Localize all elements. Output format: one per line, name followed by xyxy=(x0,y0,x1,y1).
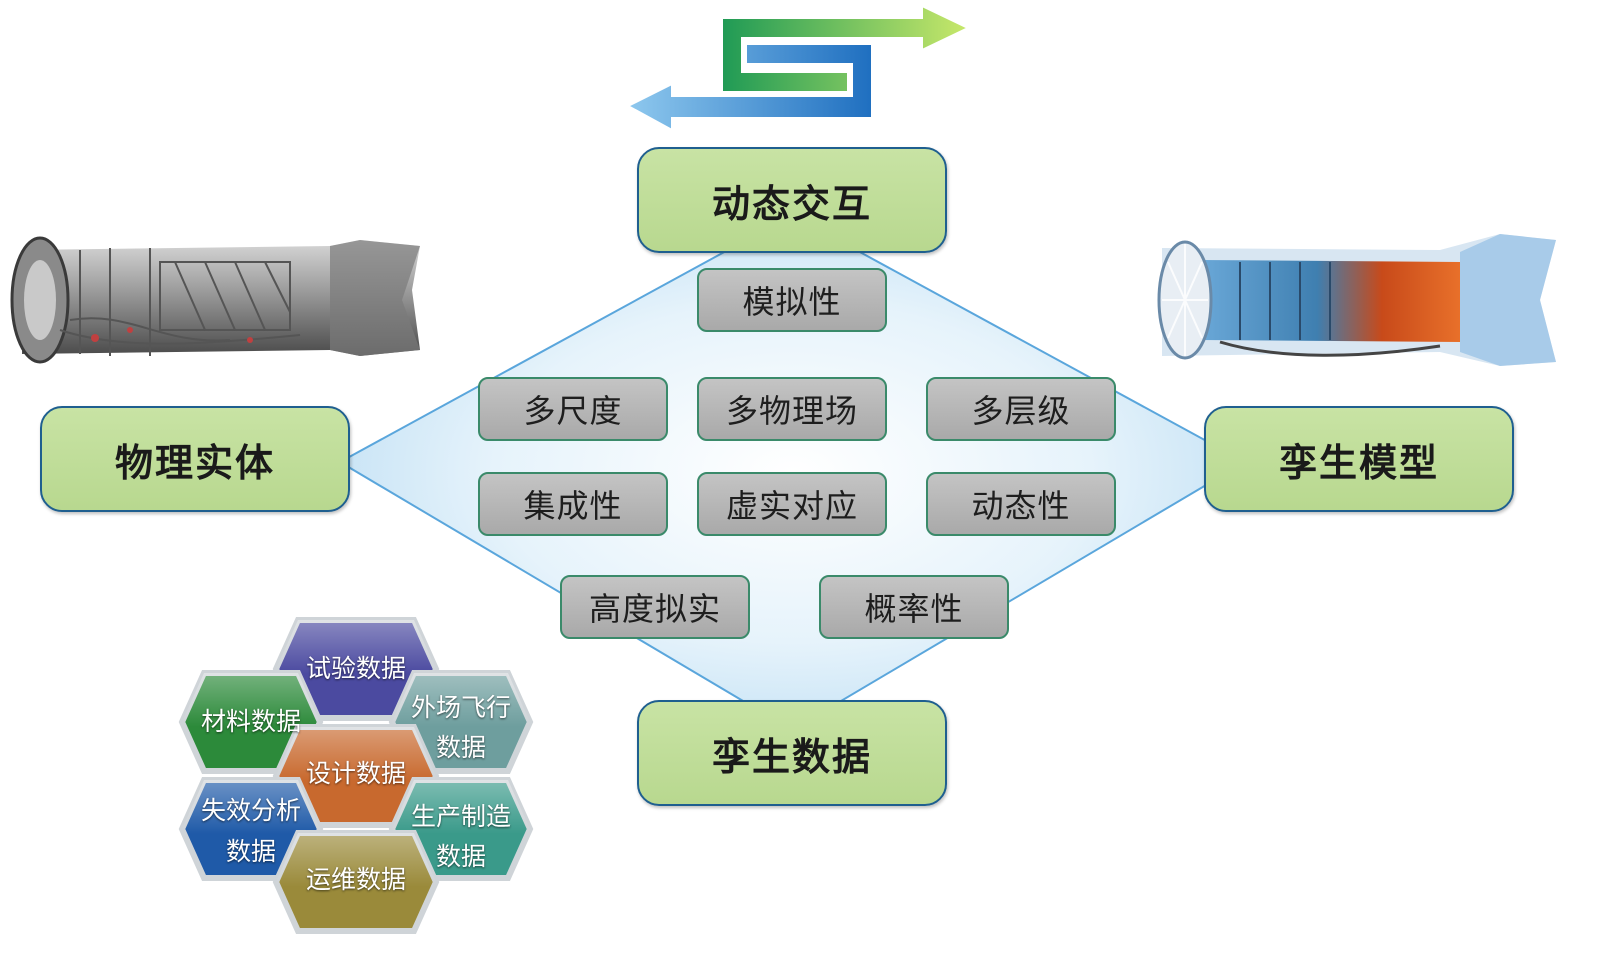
interaction-arrows-icon xyxy=(625,4,971,132)
property-high-fidelity: 高度拟实 xyxy=(560,575,750,639)
hex-label-material: 材料数据 xyxy=(200,707,301,736)
hex-label-field-flight-2: 数据 xyxy=(435,733,486,762)
hex-label-design: 设计数据 xyxy=(305,759,406,788)
property-multi-physics: 多物理场 xyxy=(697,377,887,441)
hex-label-failure-2: 数据 xyxy=(225,837,276,866)
property-multi-scale: 多尺度 xyxy=(478,377,668,441)
property-integration: 集成性 xyxy=(478,472,668,536)
hex-label-test: 试验数据 xyxy=(305,654,406,683)
hex-label-failure-1: 失效分析 xyxy=(200,796,301,825)
property-virtual-real: 虚实对应 xyxy=(697,472,887,536)
hex-label-production-1: 生产制造 xyxy=(410,802,511,831)
hexagon-shine xyxy=(182,620,530,931)
physical-engine-image xyxy=(10,236,420,364)
twin-model-engine-image xyxy=(1157,234,1556,366)
node-physical-entity: 物理实体 xyxy=(40,406,350,512)
hex-label-production-2: 数据 xyxy=(435,842,486,871)
property-probabilistic: 概率性 xyxy=(819,575,1009,639)
hex-label-maintenance: 运维数据 xyxy=(305,865,406,894)
hex-label-field-flight-1: 外场飞行 xyxy=(410,693,511,722)
node-twin-model: 孪生模型 xyxy=(1204,406,1514,512)
node-twin-data: 孪生数据 xyxy=(637,700,947,806)
property-simulation: 模拟性 xyxy=(697,268,887,332)
property-multi-level: 多层级 xyxy=(926,377,1116,441)
node-dynamic-interaction: 动态交互 xyxy=(637,147,947,253)
property-dynamic: 动态性 xyxy=(926,472,1116,536)
